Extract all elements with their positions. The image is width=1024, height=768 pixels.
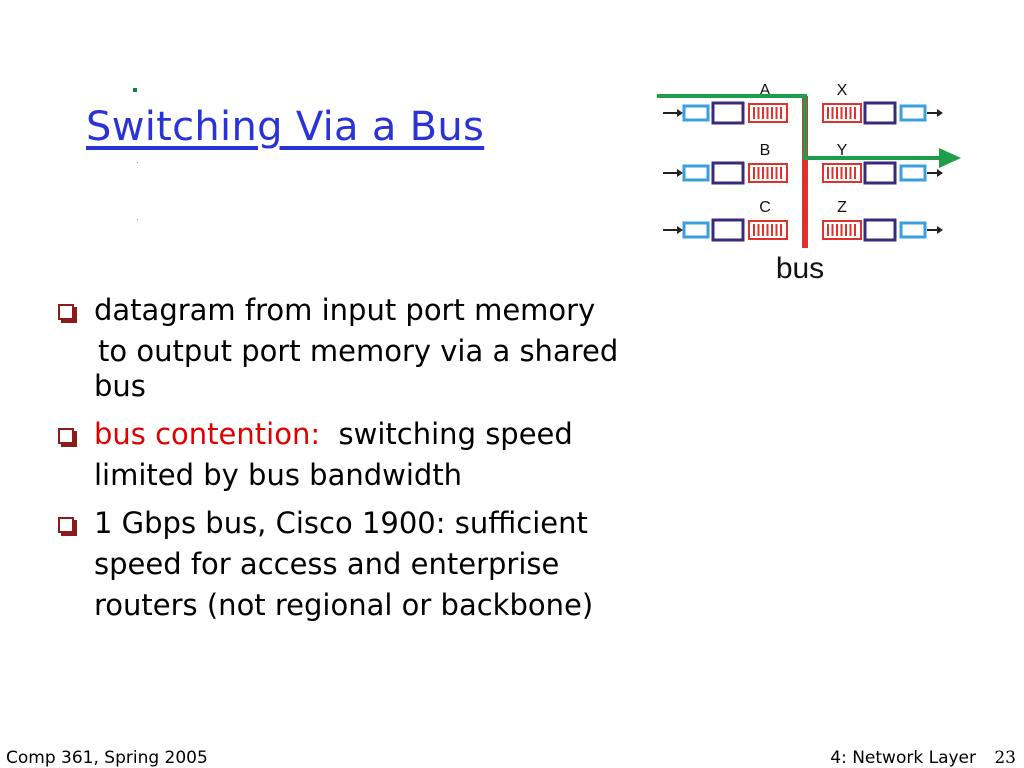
output-buffer bbox=[863, 218, 897, 242]
page-number: 23 bbox=[994, 748, 1016, 768]
bullet-text-line: bus contention: switching speed bbox=[94, 414, 672, 455]
input-port-label: B bbox=[760, 142, 771, 159]
bus-label: bus bbox=[776, 252, 824, 285]
output-buffer bbox=[863, 161, 897, 185]
decorative-dot bbox=[133, 88, 137, 92]
bullet-text: 1 Gbps bus, Cisco 1900: sufficient bbox=[94, 506, 588, 540]
switch-path-arrowhead bbox=[939, 148, 961, 168]
decorative-dot bbox=[137, 219, 138, 220]
input-line-card bbox=[682, 164, 710, 182]
input-arrow-head bbox=[677, 109, 683, 117]
input-port-label: C bbox=[759, 199, 771, 216]
bus-switch-diagram: A X B Y C Z bus bbox=[657, 82, 961, 285]
bullet-list: datagram from input port memory to outpu… bbox=[52, 290, 672, 633]
output-line-card bbox=[899, 104, 927, 122]
bullet-text: speed for access and enterprise bbox=[94, 547, 560, 581]
bullet-text: routers (not regional or backbone) bbox=[94, 588, 594, 622]
input-line-card bbox=[682, 104, 710, 122]
output-arrow-head bbox=[937, 169, 943, 177]
slide-title: Switching Via a Bus bbox=[86, 104, 485, 150]
bullet-text: datagram from input port memory bbox=[94, 293, 596, 327]
bullet-marker-icon bbox=[58, 304, 74, 320]
input-buffer bbox=[711, 218, 745, 242]
bullet-marker-icon bbox=[58, 428, 74, 444]
output-arrow-head bbox=[937, 109, 943, 117]
output-line-card bbox=[899, 221, 927, 239]
bullet-text: to output port memory via a shared bbox=[98, 334, 619, 368]
input-port-label: A bbox=[760, 82, 771, 99]
output-arrow-head bbox=[937, 226, 943, 234]
bullet-marker-icon bbox=[58, 517, 74, 533]
output-line-card bbox=[899, 164, 927, 182]
input-buffer bbox=[711, 101, 745, 125]
output-port-label: Y bbox=[837, 142, 848, 159]
input-line-card bbox=[682, 221, 710, 239]
decorative-dot bbox=[137, 162, 138, 163]
input-arrow-head bbox=[677, 226, 683, 234]
input-arrow-head bbox=[677, 169, 683, 177]
bullet-text: switching speed bbox=[338, 417, 573, 451]
footer-chapter: 4: Network Layer bbox=[830, 748, 976, 768]
output-port-label: X bbox=[837, 82, 848, 99]
bus-line bbox=[802, 96, 808, 248]
bullet-text: bus bbox=[94, 369, 146, 403]
output-port-label: Z bbox=[837, 199, 847, 216]
bullet-text: limited by bus bandwidth bbox=[94, 458, 463, 492]
bullet-highlight: bus contention: bbox=[94, 417, 321, 451]
bullet-item: 1 Gbps bus, Cisco 1900: sufficient speed… bbox=[52, 503, 672, 626]
switch-path bbox=[657, 94, 940, 160]
input-buffer bbox=[711, 161, 745, 185]
footer-course: Comp 361, Spring 2005 bbox=[6, 748, 208, 768]
output-buffer bbox=[863, 101, 897, 125]
bullet-item: bus contention: switching speed limited … bbox=[52, 414, 672, 496]
bullet-item: datagram from input port memory to outpu… bbox=[52, 290, 672, 407]
